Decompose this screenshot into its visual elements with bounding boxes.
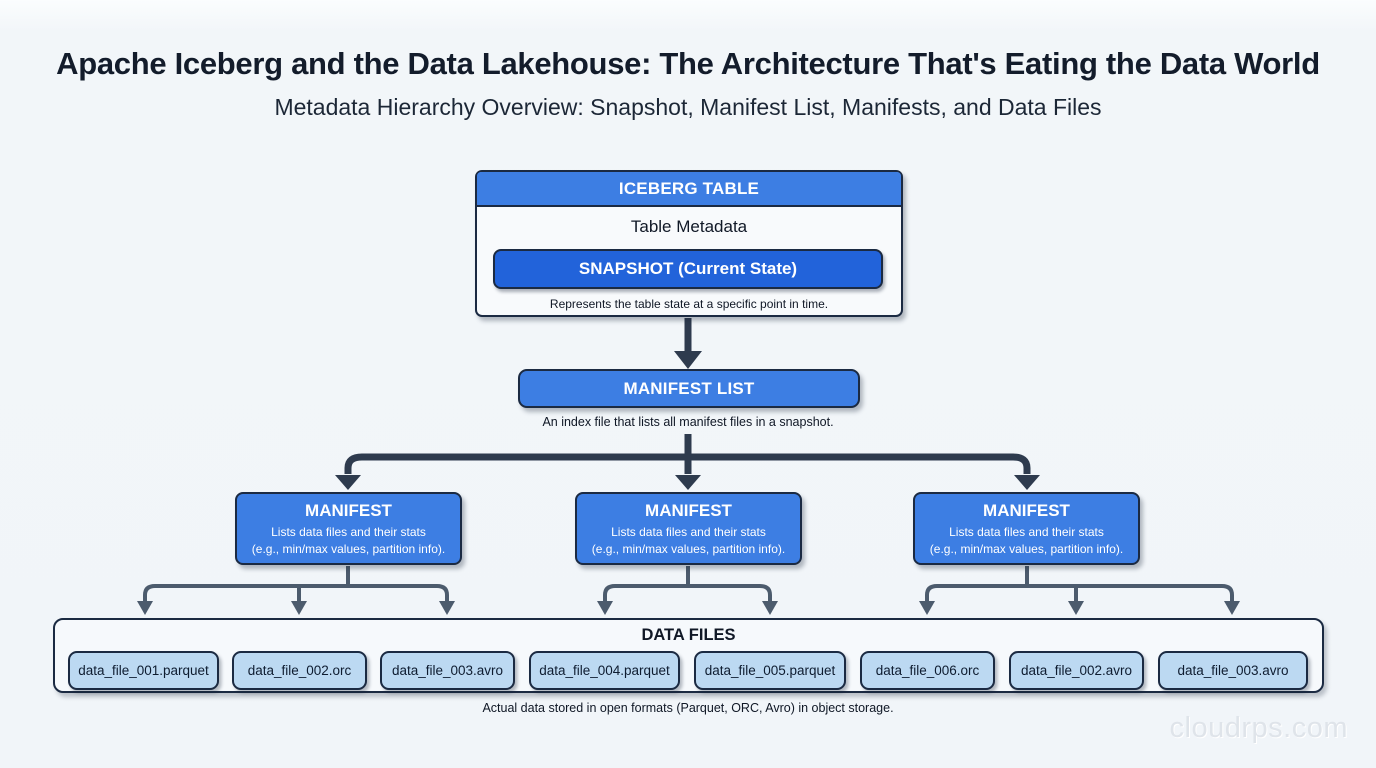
manifest-list-box: MANIFEST LIST: [518, 369, 860, 408]
manifest-line1: Lists data files and their stats: [611, 525, 766, 539]
branch-manifest2-to-files: [597, 566, 778, 615]
manifest-line1: Lists data files and their stats: [949, 525, 1104, 539]
manifest-list-caption: An index file that lists all manifest fi…: [542, 415, 834, 429]
branch-manifest3-to-files: [919, 566, 1240, 615]
data-file-chip: data_file_003.avro: [1158, 651, 1308, 690]
branch-manifest-list-to-manifests: [335, 434, 1040, 490]
iceberg-table-box: ICEBERG TABLE Table Metadata SNAPSHOT (C…: [475, 170, 903, 317]
manifest-line2: (e.g., min/max values, partition info).: [251, 541, 446, 556]
data-file-chip: data_file_003.avro: [380, 651, 515, 690]
manifest-title: MANIFEST: [305, 501, 392, 520]
manifest-box-3: MANIFEST Lists data files and their stat…: [913, 492, 1140, 565]
watermark: cloudrps.com: [1169, 712, 1348, 744]
iceberg-table-header: ICEBERG TABLE: [477, 172, 901, 207]
manifest-line1: Lists data files and their stats: [271, 525, 426, 539]
manifest-box-2: MANIFEST Lists data files and their stat…: [575, 492, 802, 565]
manifest-line2: (e.g., min/max values, partition info).: [591, 541, 786, 556]
page-subtitle: Metadata Hierarchy Overview: Snapshot, M…: [274, 94, 1102, 120]
data-file-chip: data_file_006.orc: [860, 651, 995, 690]
manifest-title: MANIFEST: [983, 501, 1070, 520]
branch-manifest1-to-files: [137, 566, 455, 615]
table-metadata-label: Table Metadata: [630, 217, 748, 236]
arrow-table-to-manifest-list: [674, 318, 702, 369]
data-file-chip: data_file_005.parquet: [694, 651, 846, 690]
page-title: Apache Iceberg and the Data Lakehouse: T…: [56, 46, 1320, 81]
manifest-line2: (e.g., min/max values, partition info).: [929, 541, 1124, 556]
data-file-chip: data_file_002.avro: [1009, 651, 1144, 690]
manifest-box-1: MANIFEST Lists data files and their stat…: [235, 492, 462, 565]
data-file-chip: data_file_002.orc: [232, 651, 367, 690]
data-files-label: DATA FILES: [641, 626, 736, 644]
snapshot-caption: Represents the table state at a specific…: [549, 297, 829, 311]
data-file-chip: data_file_001.parquet: [68, 651, 219, 690]
manifest-title: MANIFEST: [645, 501, 732, 520]
data-files-caption: Actual data stored in open formats (Parq…: [482, 701, 894, 715]
snapshot-box: SNAPSHOT (Current State): [493, 249, 883, 289]
data-file-chip: data_file_004.parquet: [529, 651, 680, 690]
